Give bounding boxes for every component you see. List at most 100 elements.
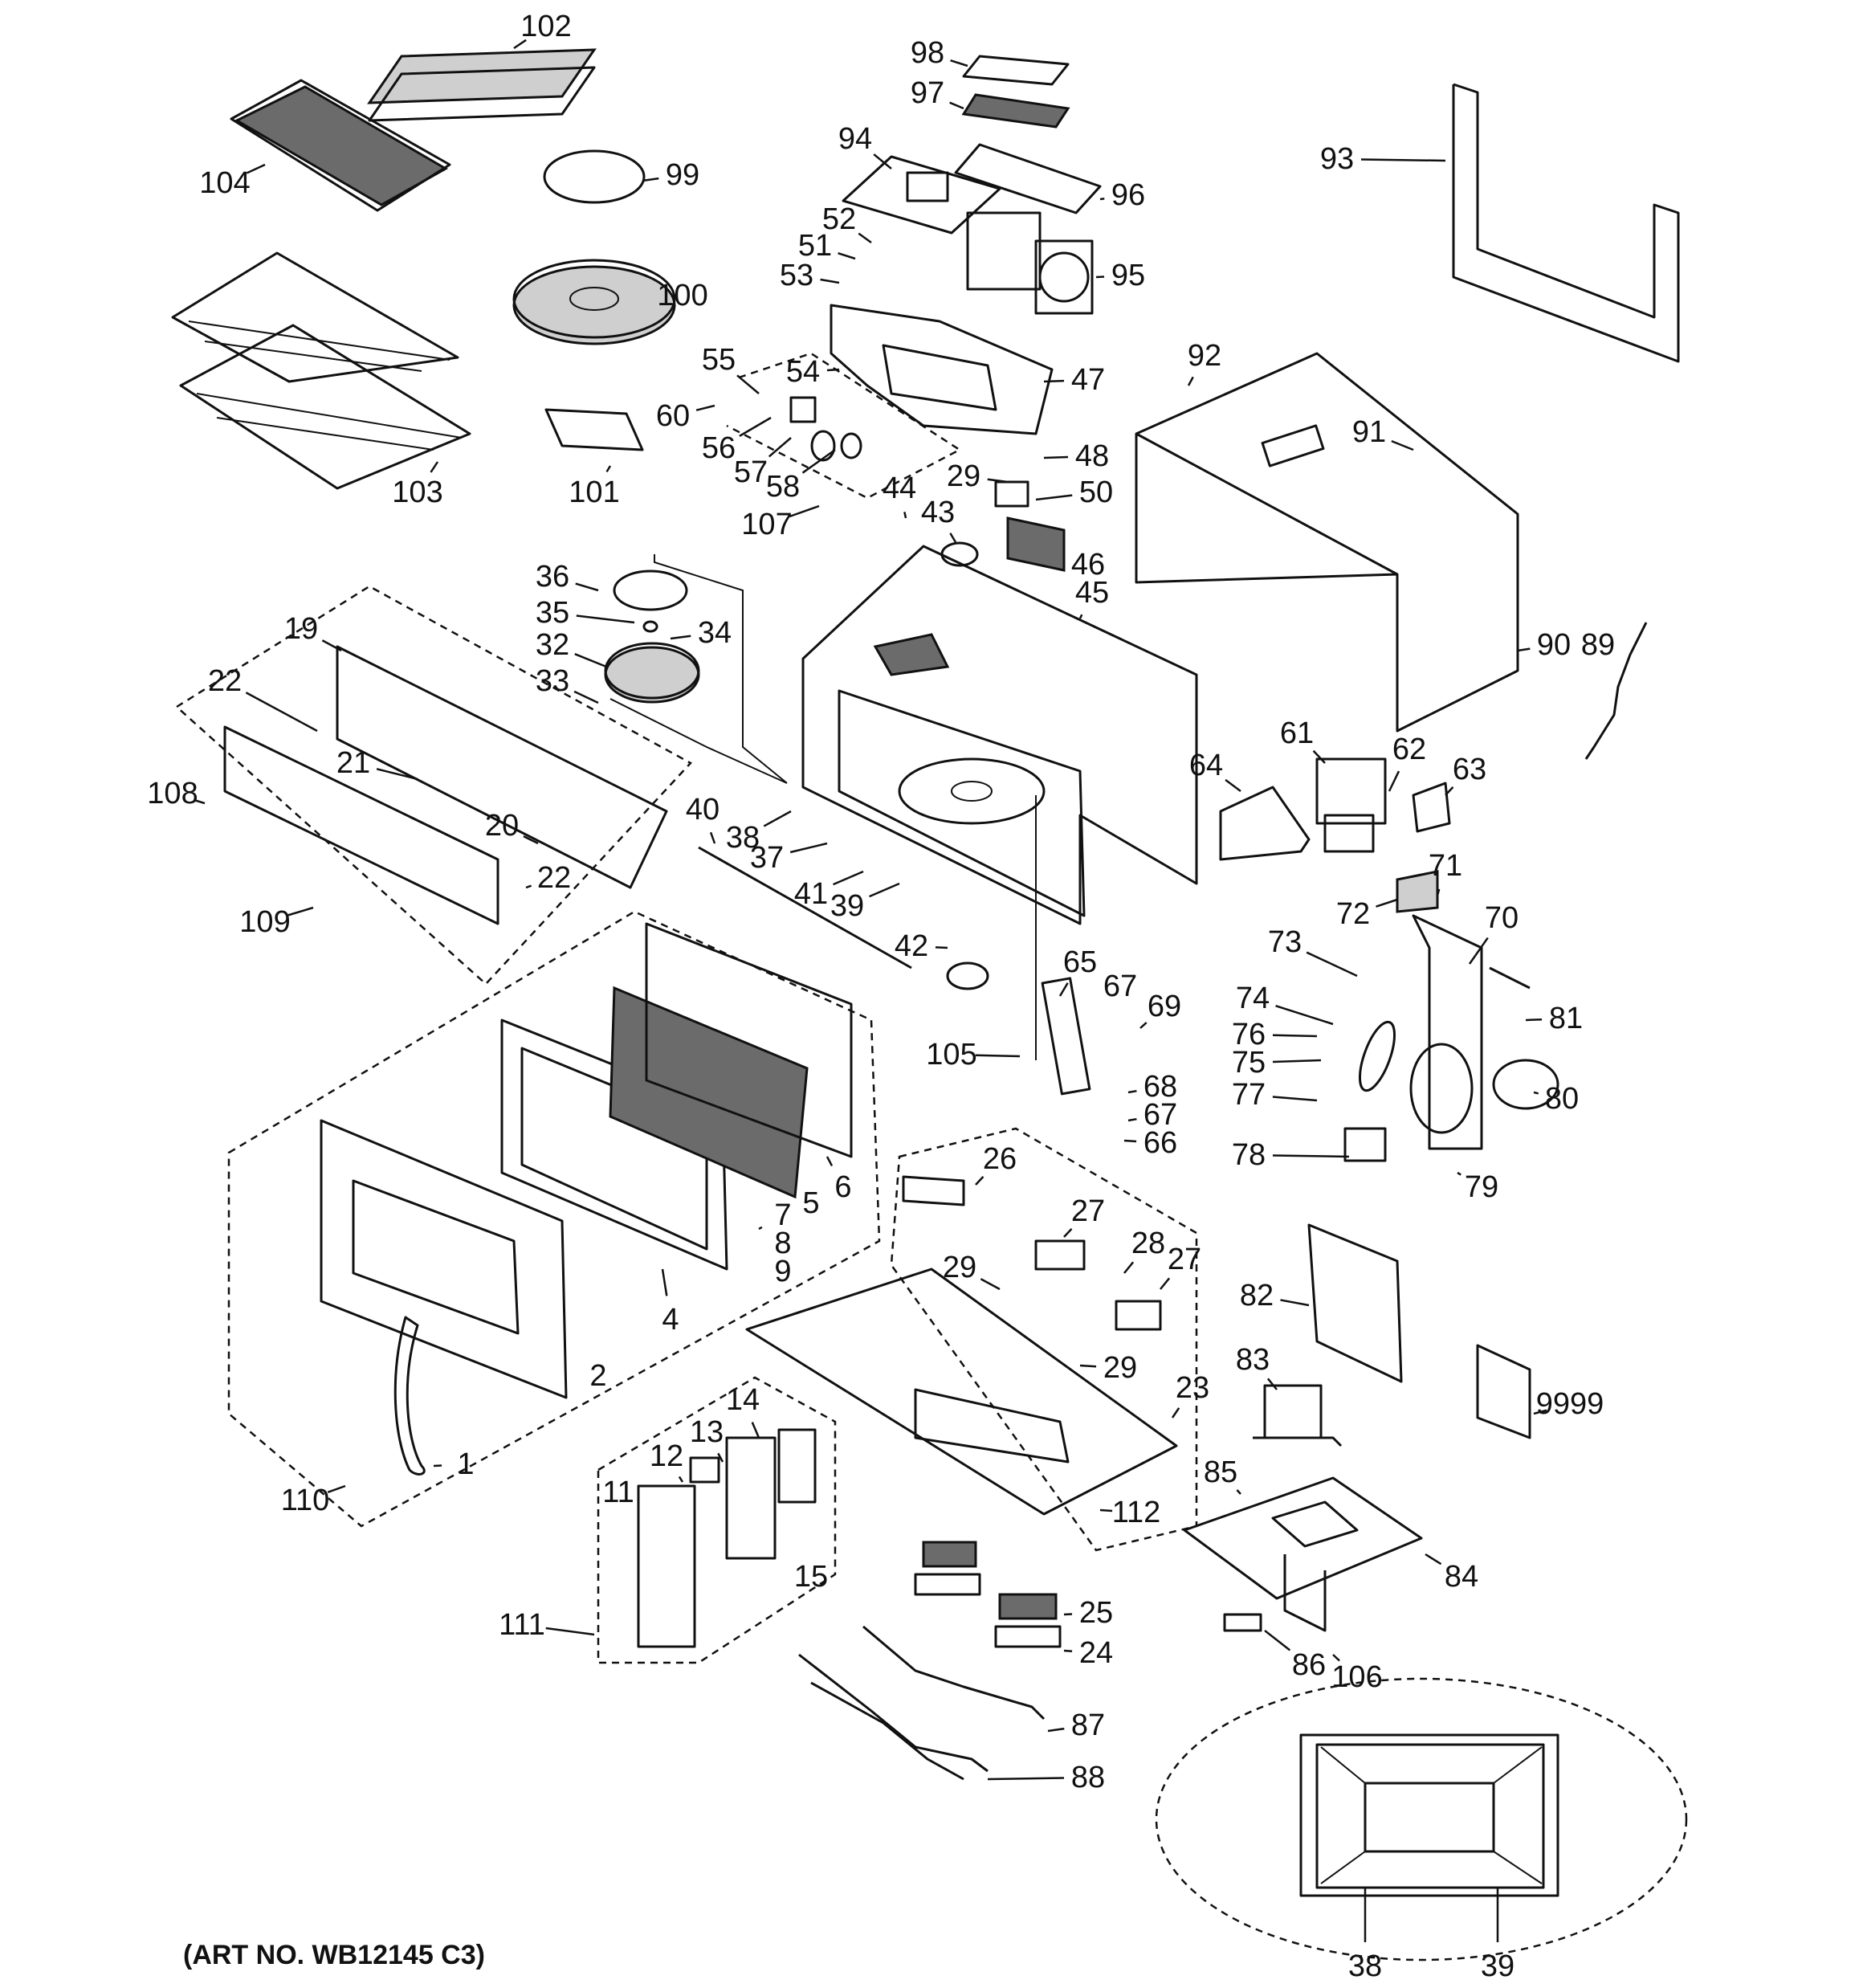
control-panel-group-109 [174,585,693,986]
part-93-mounting-plate [1452,83,1680,363]
callout-56: 56 [702,431,736,465]
leader-82 [1280,1299,1310,1307]
callout-98: 98 [911,36,944,70]
leader-74 [1275,1004,1334,1026]
callout-91: 91 [1352,415,1386,449]
leader-40 [709,831,716,844]
leader-80 [1533,1091,1539,1095]
callout-29c: 29 [1103,1351,1137,1385]
callout-5: 5 [802,1186,819,1220]
leader-91 [1391,439,1414,451]
callout-45: 45 [1075,576,1109,610]
leader-27a [1063,1228,1073,1238]
callout-14: 14 [726,1383,760,1417]
part-42-turntable-motor [946,961,989,990]
callout-100: 100 [657,279,707,312]
callout-44: 44 [883,471,916,505]
callout-111: 111 [499,1608,545,1642]
callout-107: 107 [741,508,792,541]
callout-39a: 39 [830,889,864,923]
leader-107 [789,504,820,518]
callout-64: 64 [1189,749,1223,782]
callout-21: 21 [336,746,370,780]
callout-41: 41 [794,877,828,911]
callout-76: 76 [1232,1018,1266,1051]
callout-35: 35 [536,596,569,630]
part-46-grille [1006,516,1066,572]
leader-60 [695,404,715,411]
callout-11: 11 [602,1476,634,1509]
leader-72 [1376,898,1398,908]
callout-36: 36 [536,560,569,594]
leader-69 [1139,1022,1148,1029]
leader-29b [980,1278,1001,1291]
leader-1 [433,1464,442,1468]
part-99-roller-ring [543,149,646,204]
leader-57 [768,437,792,458]
leader-39a [869,882,900,898]
leader-14 [751,1422,760,1439]
leader-32 [574,653,607,668]
leader-44 [903,512,907,519]
leader-105 [975,1054,1021,1058]
part-40-rod [698,846,912,970]
leader-71 [1436,888,1441,896]
part-90-outer-case [1135,352,1519,733]
callout-105: 105 [926,1038,976,1072]
part-95-blower [966,211,1094,315]
leader-95 [1095,276,1105,279]
callout-29a: 29 [947,459,980,493]
switch-group-107 [726,352,962,500]
leader-62 [1388,770,1400,792]
callout-103: 103 [392,476,442,509]
leader-56 [739,416,772,437]
callout-78: 78 [1232,1138,1266,1172]
callout-101: 101 [569,476,619,509]
callout-27b: 27 [1168,1243,1201,1276]
part-96-damper [954,143,1102,214]
callout-93: 93 [1320,142,1354,176]
callout-106: 106 [1331,1660,1382,1694]
callout-27a: 27 [1071,1194,1105,1228]
stirrer-group [604,554,788,784]
leader-85 [1236,1489,1241,1495]
callout-96: 96 [1111,178,1145,212]
leader-97 [949,101,964,110]
callout-48: 48 [1075,439,1109,473]
callout-75: 75 [1232,1046,1266,1080]
callout-71: 71 [1429,849,1462,883]
inset-detail [1155,1677,1688,1961]
part-89-power-cord [1584,622,1648,760]
leader-64 [1225,778,1241,793]
callout-108: 108 [147,777,198,810]
callout-83: 83 [1236,1343,1270,1377]
callout-92: 92 [1188,339,1221,373]
callout-4: 4 [662,1303,679,1337]
leader-68 [1127,1089,1137,1094]
leader-20 [523,835,539,845]
callout-47: 47 [1071,363,1105,397]
leader-111 [545,1627,595,1636]
callout-26: 26 [983,1142,1017,1176]
leader-34 [670,635,691,640]
callout-79: 79 [1465,1170,1498,1204]
leader-48 [1043,455,1069,459]
leader-50 [1035,494,1073,501]
leader-77 [1272,1096,1318,1102]
callout-65: 65 [1063,945,1097,979]
callout-84: 84 [1445,1560,1478,1594]
callout-95: 95 [1111,259,1145,292]
leader-98 [950,59,968,67]
art-number: (ART NO. WB12145 C3) [183,1940,485,1970]
callout-39b: 39 [1481,1949,1514,1983]
callout-86: 86 [1292,1648,1326,1682]
leader-43 [949,533,957,543]
leader-84 [1425,1553,1442,1565]
part-61-magnetron [1315,757,1387,853]
control-box-111 [597,1376,837,1664]
leader-37 [789,842,828,854]
leader-112 [1099,1508,1113,1512]
part-64-air-guide [1219,786,1311,861]
callout-46: 46 [1071,548,1105,582]
